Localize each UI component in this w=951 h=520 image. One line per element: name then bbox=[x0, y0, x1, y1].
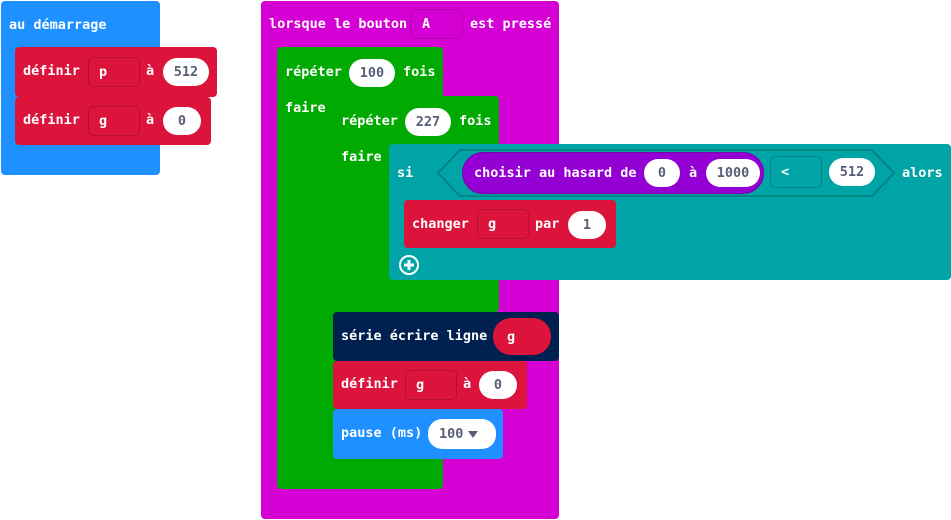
set-g-start-value-input[interactable]: 0 bbox=[163, 107, 201, 135]
button-a-dropdown[interactable]: A bbox=[411, 9, 463, 39]
set-p-to-label: à bbox=[146, 63, 155, 79]
set-p-value-input[interactable]: 512 bbox=[163, 58, 209, 86]
change-variable-dropdown[interactable]: g bbox=[477, 209, 529, 239]
serial-write-line-label: série écrire ligne bbox=[341, 328, 488, 344]
outer-repeat-do-label: faire bbox=[285, 100, 326, 116]
set-g-loop-block[interactable]: définir g à 0 bbox=[333, 361, 527, 409]
change-g-label: changer bbox=[412, 216, 469, 232]
comparison-value-input[interactable]: 512 bbox=[829, 158, 875, 186]
random-to-label: à bbox=[689, 165, 698, 181]
serial-write-line-block[interactable]: série écrire ligne g bbox=[333, 312, 559, 361]
variable-p-dropdown[interactable]: p bbox=[88, 57, 140, 87]
pause-block[interactable]: pause (ms) 100 bbox=[333, 409, 503, 459]
random-from-input[interactable]: 0 bbox=[644, 159, 680, 187]
set-p-label: définir bbox=[23, 63, 80, 79]
inner-repeat-label: répéter bbox=[341, 113, 398, 129]
then-label: alors bbox=[902, 165, 943, 181]
comparison-operator-dropdown[interactable]: < bbox=[770, 156, 822, 188]
on-start-label: au démarrage bbox=[9, 17, 107, 33]
change-g-block[interactable]: changer g par 1 bbox=[404, 200, 616, 248]
set-g-loop-variable-dropdown[interactable]: g bbox=[405, 370, 457, 400]
change-by-label: par bbox=[535, 216, 560, 232]
pause-label: pause (ms) bbox=[341, 425, 423, 441]
set-g-loop-value-input[interactable]: 0 bbox=[479, 371, 517, 399]
pause-value: 100 bbox=[439, 426, 464, 442]
random-to-input[interactable]: 1000 bbox=[706, 159, 760, 187]
random-label: choisir au hasard de bbox=[474, 165, 637, 181]
variable-g-start-dropdown[interactable]: g bbox=[88, 106, 140, 136]
set-g-loop-label: définir bbox=[341, 376, 398, 392]
if-label: si bbox=[397, 165, 414, 181]
inner-repeat-count-input[interactable]: 227 bbox=[405, 108, 451, 136]
set-g-start-block[interactable]: définir g à 0 bbox=[15, 97, 211, 145]
set-g-start-to-label: à bbox=[146, 112, 155, 128]
random-block[interactable]: choisir au hasard de 0 à 1000 bbox=[462, 152, 764, 194]
inner-repeat-times-label: fois bbox=[459, 113, 492, 129]
outer-repeat-times-label: fois bbox=[403, 64, 436, 80]
serial-variable-g[interactable]: g bbox=[493, 318, 551, 355]
set-p-block[interactable]: définir p à 512 bbox=[15, 47, 217, 97]
outer-repeat-count-input[interactable]: 100 bbox=[349, 59, 395, 87]
plus-circle-icon[interactable] bbox=[398, 254, 420, 276]
inner-repeat-do-label: faire bbox=[341, 149, 382, 165]
on-button-label-pre: lorsque le bouton bbox=[269, 16, 408, 32]
pause-value-dropdown[interactable]: 100 bbox=[428, 419, 496, 449]
set-g-loop-to-label: à bbox=[463, 376, 472, 392]
dropdown-triangle-icon bbox=[468, 430, 479, 438]
on-button-label-post: est pressé bbox=[470, 16, 552, 32]
change-value-input[interactable]: 1 bbox=[568, 211, 606, 239]
set-g-start-label: définir bbox=[23, 112, 80, 128]
outer-repeat-label: répéter bbox=[285, 64, 342, 80]
